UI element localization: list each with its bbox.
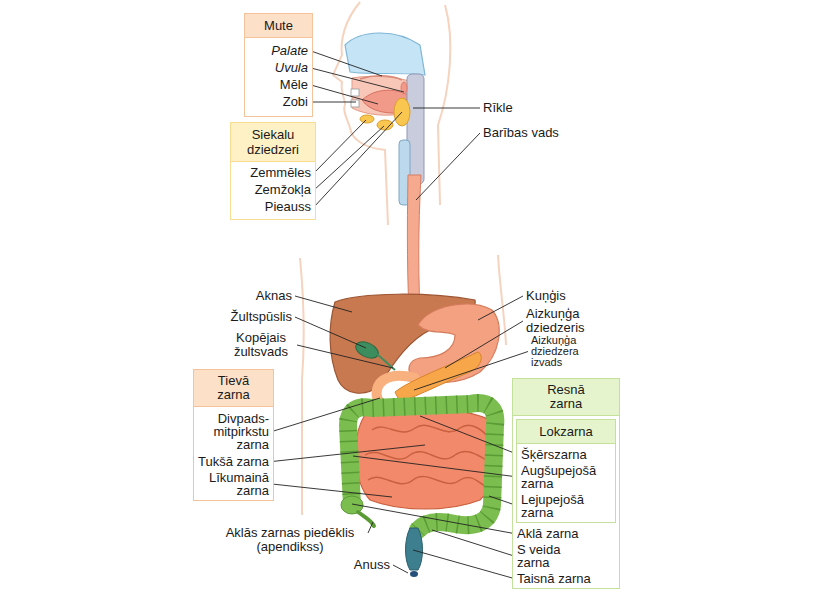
part-name: Zemžokļa	[235, 183, 311, 197]
part-name: S veida zarna	[517, 543, 577, 569]
part-name: Šķērszarna	[521, 448, 611, 461]
leader-line	[445, 321, 523, 368]
intestine-fold	[365, 452, 492, 462]
leader-line	[420, 416, 518, 455]
colon	[348, 403, 495, 530]
leader-line	[272, 484, 392, 497]
submandibular-gland	[377, 120, 393, 130]
organ-label: Žultspūslis	[231, 310, 292, 324]
box-heading-band: Lokzarna	[517, 420, 615, 444]
leader-line	[311, 68, 404, 92]
box-heading-band: Siekalu dziedzeri	[231, 123, 315, 162]
leader-line	[311, 85, 378, 104]
leader-line	[295, 317, 366, 348]
leader-line	[416, 133, 480, 200]
group-box: Resnā zarnaLokzarnaŠķērszarnaAugšupejošā…	[512, 378, 620, 589]
leader-line	[413, 108, 480, 109]
organ-label: Kopējais žultsvads	[228, 331, 294, 359]
box-heading-band: Mute	[245, 14, 312, 38]
box-items: PalateUvulaMēleZobi	[245, 44, 312, 109]
organ-label: Aizkuņģa dziedzera izvads	[531, 335, 593, 368]
small-intestine	[356, 408, 499, 509]
torso-left-outline	[300, 258, 304, 515]
organ-label: Anuss	[354, 558, 390, 572]
group-box: Tievā zarnaDivpads- mitpirkstu zarnaTukš…	[193, 369, 274, 501]
part-name: Augšupejošā zarna	[521, 464, 601, 490]
leader-line	[368, 522, 373, 533]
organ-label: Rīkle	[483, 101, 513, 115]
leader-line	[432, 530, 514, 556]
box-heading: Resnā zarna	[538, 383, 594, 411]
part-name: Divpads- mitpirkstu zarna	[205, 412, 269, 451]
group-box: Siekalu dziedzeriZemmēlesZemžokļaPieauss	[230, 122, 316, 220]
part-name: Lejupejošā zarna	[521, 493, 601, 519]
leader-line	[311, 51, 382, 76]
uvula	[401, 82, 407, 94]
box-heading-band: Tievā zarna	[194, 370, 273, 407]
leader-line	[272, 445, 425, 462]
part-name: Pieauss	[235, 200, 311, 214]
part-name: Tukšā zarna	[198, 455, 269, 468]
part-name: Uvula	[249, 61, 308, 75]
group-box: LokzarnaŠķērszarnaAugšupejošā zarnaLejup…	[516, 419, 616, 523]
box-items: ŠķērszarnaAugšupejošā zarnaLejupejošā za…	[517, 448, 615, 519]
organ-label: Barības vads	[483, 126, 559, 140]
upper-teeth	[351, 89, 359, 96]
nested-box-slot: LokzarnaŠķērszarnaAugšupejošā zarnaLejup…	[513, 419, 619, 523]
colon-haustra	[348, 403, 495, 530]
leader-line	[272, 398, 380, 432]
leader-line	[352, 504, 514, 534]
leader-line	[353, 456, 518, 477]
leader-line	[413, 550, 514, 579]
intestine-fold	[372, 425, 490, 440]
leader-line	[393, 565, 408, 573]
sublingual-gland	[360, 115, 374, 123]
pancreas	[395, 352, 481, 402]
leader-line	[314, 112, 402, 207]
appendix	[358, 512, 374, 526]
group-box: MutePalateUvulaMēleZobi	[244, 13, 313, 117]
part-name: Zemmēles	[235, 166, 311, 180]
part-name: Aklā zarna	[517, 527, 615, 540]
part-name: Taisnā zarna	[517, 572, 615, 585]
leader-line	[311, 102, 356, 103]
leader-line	[314, 120, 366, 173]
box-heading: Mute	[264, 19, 293, 33]
part-name: Palate	[249, 44, 308, 58]
part-name: Līkumainā zarna	[205, 471, 269, 497]
box-items: ZemmēlesZemžokļaPieauss	[231, 166, 315, 214]
part-name: Zobi	[249, 95, 308, 109]
box-heading: Lokzarna	[539, 425, 592, 439]
box-items: Aklā zarna S veida zarnaTaisnā zarna	[513, 527, 619, 585]
gallbladder	[353, 339, 381, 362]
organ-label: Aizkuņģa dziedzeris	[526, 307, 616, 335]
organ-label: Aknas	[256, 289, 292, 303]
leader-line	[414, 352, 528, 391]
palate-line	[360, 76, 402, 80]
lower-teeth	[351, 100, 359, 107]
box-heading: Tievā zarna	[205, 374, 261, 402]
intestine-fold	[368, 477, 486, 486]
organ-label: Aklās zarnas piedēklis (apendikss)	[215, 526, 365, 554]
leader-line	[297, 345, 393, 368]
leader-line	[314, 126, 384, 190]
part-name: Mēle	[249, 78, 308, 92]
organ-label: Kuņģis	[526, 289, 566, 303]
nasal-cavity	[345, 33, 425, 75]
leader-line	[295, 296, 352, 312]
box-heading: Siekalu dziedzeri	[236, 127, 311, 157]
box-items: Divpads- mitpirkstu zarnaTukšā zarnaLīku…	[194, 412, 273, 497]
rectum	[406, 528, 423, 570]
leader-line	[478, 296, 523, 320]
box-heading-band: Resnā zarna	[513, 379, 619, 416]
anus	[410, 571, 418, 577]
